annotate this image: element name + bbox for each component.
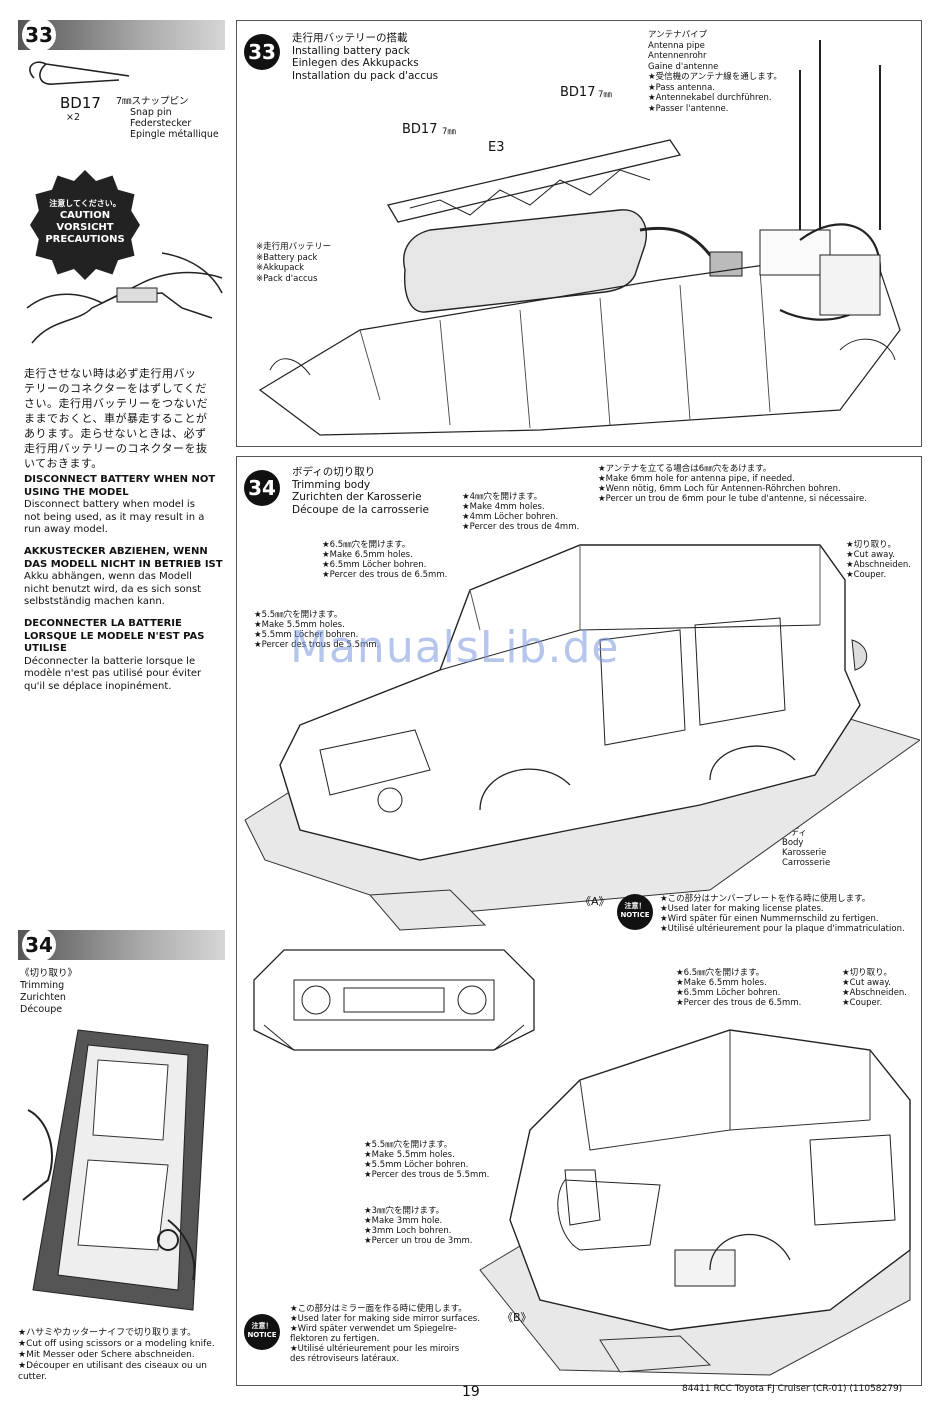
snap-pin-icon [29,61,130,85]
notice-a-text: ★この部分はナンバープレートを作る時に使用します。 ★Used later fo… [660,894,905,934]
trimming-illustration [22,1029,209,1311]
step-33-header: 33 [18,18,225,52]
step-34-badge: 34 [22,928,56,962]
bd17-label-a: BD17 [560,85,596,100]
note-6-5mm-a: ★6.5㎜穴を開けます。 ★Make 6.5mm holes. ★6.5mm L… [322,540,448,580]
part-count: ×2 [66,112,81,123]
note-6mm: ★アンテナを立てる場合は6㎜穴をあけます。 ★Make 6mm hole for… [598,464,867,504]
panel-33-title: 走行用バッテリーの搭載 Installing battery pack Einl… [292,32,439,82]
caution-jp-text: 走行させない時は必ず走行用バッ テリーのコネクターをはずしてくだ さい。走行用バ… [24,367,208,470]
notice-a-badge: 注意！ NOTICE [617,894,653,930]
panel-33-badge: 33 [244,34,280,70]
hands-connector-illustration [26,252,223,344]
fj-cruiser-front-view-illustration [253,949,535,1051]
trimming-title: 《切り取り》 Trimming Zurichten Découpe [20,968,78,1015]
body-label: ボディ Body Karosserie Carrosserie [782,828,831,868]
notice-b-badge: 注意！ NOTICE [244,1314,280,1350]
note-cut-away-a: ★切り取り。 ★Cut away. ★Abschneiden. ★Couper. [846,540,912,580]
size-label-b: 7㎜ [442,127,456,137]
antenna-label: アンテナパイプ Antenna pipe Antennenrohr Gaine … [648,30,782,114]
panel-34-title: ボディの切り取り Trimming body Zurichten der Kar… [292,466,429,516]
e3-label: E3 [488,140,505,155]
page-number: 19 [462,1384,480,1400]
note-3mm: ★3㎜穴を開けます。 ★Make 3mm hole. ★3mm Loch boh… [364,1206,473,1246]
step-33-badge: 33 [22,18,56,52]
chassis-battery-illustration [258,40,901,436]
note-4mm: ★4㎜穴を開けます。 ★Make 4mm holes. ★4mm Löcher … [462,492,580,532]
part-size: 7㎜スナップピン [116,96,189,107]
fj-cruiser-rear-body-illustration [479,1029,911,1376]
label-b: 《B》 [502,1311,532,1324]
note-5-5mm-b: ★5.5㎜穴を開けます。 ★Make 5.5mm holes. ★5.5mm L… [364,1140,490,1180]
notice-b-text: ★この部分はミラー面を作る時に使用します。 ★Used later for ma… [290,1304,480,1364]
part-code: BD17 [60,94,101,112]
product-id: 84411 RCC Toyota FJ Cruiser (CR-01) (110… [682,1384,903,1394]
panel-34-badge: 34 [244,470,280,506]
caution-fr: DECONNECTER LA BATTERIE LORSQUE LE MODEL… [24,618,205,692]
step-34-header: 34 [18,928,225,962]
caution-label: 注意してください。 CAUTION VORSICHT PRECAUTIONS [45,199,125,245]
battery-label: ※走行用バッテリー ※Battery pack ※Akkupack ※Pack … [256,242,332,284]
note-6-5mm-b: ★6.5㎜穴を開けます。 ★Make 6.5mm holes. ★6.5mm L… [676,968,802,1008]
trimming-tips: ★ハサミやカッターナイフで切り取ります。 ★Cut off using scis… [18,1328,215,1382]
caution-en: DISCONNECT BATTERY WHEN NOT USING THE MO… [24,474,216,535]
note-cut-away-b: ★切り取り。 ★Cut away. ★Abschneiden. ★Couper. [842,968,908,1008]
fj-cruiser-front-body-illustration [244,544,920,931]
watermark: ManualsLib.de [290,622,620,673]
label-a: 《A》 [580,895,610,908]
caution-de: AKKUSTECKER ABZIEHEN, WENN DAS MODELL NI… [24,546,223,607]
note-5-5mm-a: ★5.5㎜穴を開けます。 ★Make 5.5mm holes. ★5.5mm L… [254,610,380,650]
part-names: Snap pin Federstecker Epingle métallique [130,107,219,140]
size-label-a: 7㎜ [598,90,612,100]
bd17-label-b: BD17 [402,122,438,137]
